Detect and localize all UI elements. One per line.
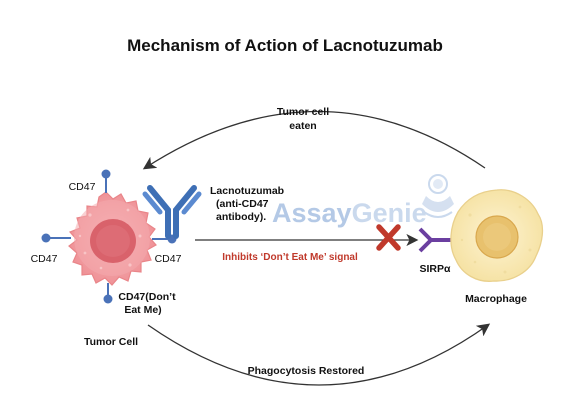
cd47-label-top: CD47 [69,181,96,193]
cd47-receptor-top [101,169,111,193]
cd47-label-right: CD47 [155,253,182,265]
phagocytosis-arrow [147,323,491,386]
inhibition-x-icon [376,224,401,251]
tumor-eaten-arrow [142,110,486,170]
genie-logo-icon [422,174,454,218]
lacnotuzumab-antibody [142,185,202,239]
diagram-title: Mechanism of Action of Lacnotuzumab [127,36,443,55]
antibody-label-line2: (anti-CD47 [216,198,269,210]
sirpa-label: SIRPα [420,263,452,275]
cd47-dont-eat-me-line1: CD47(Don’t [118,291,176,303]
watermark-part2: Genie [352,198,427,228]
phagocytosis-label: Phagocytosis Restored [248,365,365,377]
cd47-receptor-right [152,234,177,244]
macrophage-label: Macrophage [465,293,527,305]
tumor-cell-label: Tumor Cell [84,336,138,348]
watermark-part1: Assay [272,198,352,228]
tumor-eaten-label-line1: Tumor cell [277,106,329,118]
inhibits-signal-label: Inhibits ‘Don’t Eat Me’ signal [222,252,358,263]
antibody-label-line3: antibody). [216,211,266,223]
cd47-dont-eat-me-line2: Eat Me) [124,304,161,316]
assaygenie-watermark: AssayGenie [272,174,454,228]
tumor-cell [68,191,157,286]
cd47-label-left: CD47 [31,253,58,265]
cd47-receptor-bottom [103,283,113,304]
sirpa-receptor [418,227,453,253]
macrophage-cell [450,189,544,282]
svg-text:AssayGenie: AssayGenie [272,198,427,228]
cd47-receptor-left [41,233,71,243]
tumor-eaten-label-line2: eaten [289,120,316,132]
antibody-label-line1: Lacnotuzumab [210,185,284,197]
